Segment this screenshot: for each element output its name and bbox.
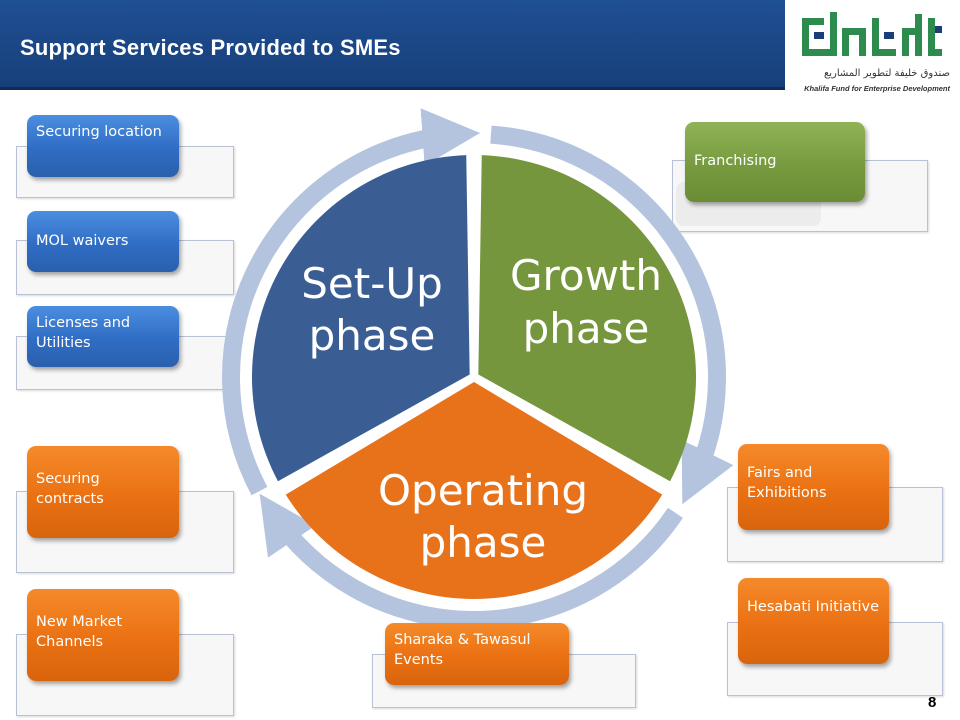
service-sharaka-tawasul-events: Sharaka & Tawasul Events [385, 623, 569, 685]
logo-arabic-text: صندوق خليفة لتطوير المشاريع [823, 68, 950, 79]
service-label: Securing contracts [36, 471, 104, 507]
service-label: Fairs and Exhibitions [747, 465, 827, 501]
page-number: 8 [928, 694, 937, 711]
setup-phase-segment [252, 155, 470, 482]
service-securing-contracts: Securing contracts [27, 446, 179, 538]
service-securing-location: Securing location [27, 115, 179, 177]
service-label: MOL waivers [36, 232, 129, 249]
service-new-market-channels: New Market Channels [27, 589, 179, 681]
service-licenses-utilities: Licenses and Utilities [27, 306, 179, 367]
header-bar: Support Services Provided to SMEs [0, 0, 785, 90]
setup-phase-line1: Set-Up [301, 259, 443, 308]
service-label: Securing location [36, 124, 162, 140]
service-label: Sharaka & Tawasul Events [394, 632, 531, 668]
service-hesabati-initiative: Hesabati Initiative [738, 578, 889, 664]
service-mol-waivers: MOL waivers [27, 211, 179, 272]
service-fairs-exhibitions: Fairs and Exhibitions [738, 444, 889, 530]
service-label: Hesabati Initiative [747, 599, 879, 615]
growth-phase-line1: Growth [510, 251, 662, 300]
cycle-ring [222, 108, 734, 629]
operating-phase-line2: phase [420, 518, 547, 567]
growth-phase-line2: phase [523, 304, 650, 353]
operating-phase-segment [285, 382, 663, 599]
khalifa-fund-logo: صندوق خليفة لتطوير المشاريع Khalifa Fund… [790, 0, 960, 100]
slide-title: Support Services Provided to SMEs [20, 35, 401, 60]
operating-phase-line1: Operating [378, 466, 588, 515]
service-label: New Market Channels [36, 614, 123, 650]
growth-phase-segment [478, 155, 696, 482]
service-label: Franchising [694, 153, 777, 170]
service-franchising: Franchising [685, 122, 865, 202]
setup-phase-line2: phase [309, 311, 436, 360]
service-label: Licenses and Utilities [36, 315, 131, 351]
logo-mark-icon [798, 10, 944, 62]
logo-english-text: Khalifa Fund for Enterprise Development [804, 84, 950, 93]
